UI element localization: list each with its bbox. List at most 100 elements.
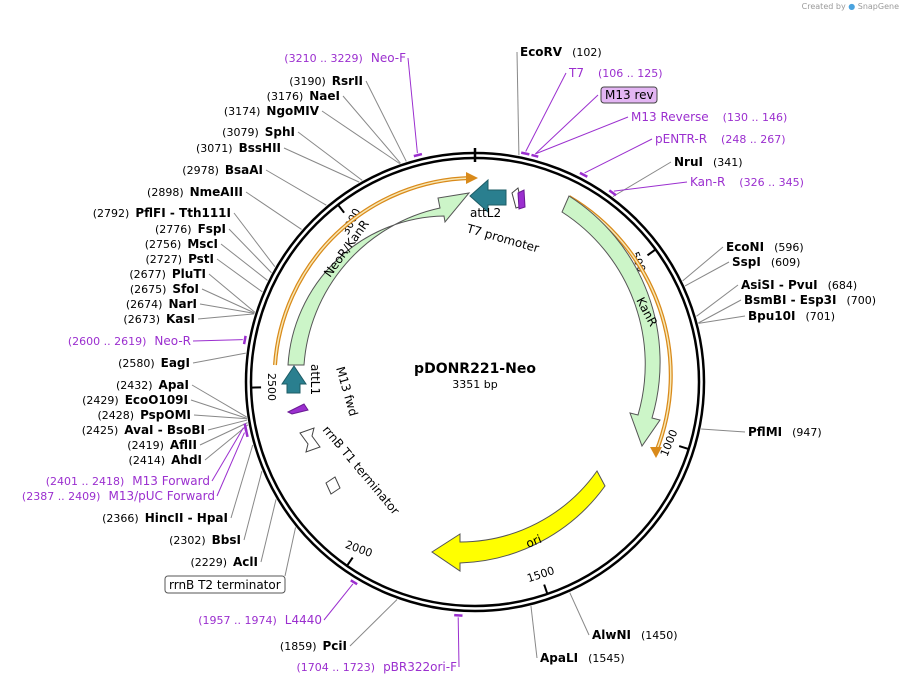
enzyme-leader bbox=[612, 161, 672, 198]
enzyme-label[interactable]: (1859)PciI bbox=[280, 639, 347, 653]
enzyme-leader bbox=[230, 444, 254, 519]
enzyme-leader bbox=[191, 384, 247, 418]
enzyme-label[interactable]: AsiSI - PvuI(684) bbox=[741, 278, 857, 292]
primer-label[interactable]: (1957 .. 1974)L4440 bbox=[198, 613, 322, 627]
enzyme-label[interactable]: (2425)AvaI - BsoBI bbox=[82, 423, 205, 437]
tick-mark bbox=[543, 584, 549, 595]
enzyme-label[interactable]: EcoRV(102) bbox=[520, 45, 602, 59]
primer-label[interactable]: Kan-R(326 .. 345) bbox=[690, 175, 804, 189]
enzyme-leader bbox=[698, 315, 746, 324]
plasmid-size: 3351 bp bbox=[452, 378, 497, 391]
credit-text: Created by bbox=[801, 2, 846, 11]
enzyme-label[interactable]: (2673)KasI bbox=[123, 312, 195, 326]
enzyme-leader bbox=[220, 243, 268, 281]
t7-promoter-label: T7 promoter bbox=[464, 221, 540, 255]
primer-leader bbox=[613, 181, 688, 192]
enzyme-label[interactable]: AlwNI(1450) bbox=[592, 628, 678, 642]
enzyme-label[interactable]: (2756)MscI bbox=[145, 237, 218, 251]
primer-leader bbox=[457, 617, 460, 668]
enzyme-label[interactable]: Bpu10I(701) bbox=[748, 309, 835, 323]
enzyme-label[interactable]: (2898)NmeAIII bbox=[147, 185, 243, 199]
leader-lines bbox=[190, 51, 746, 668]
primer-mark bbox=[531, 153, 539, 158]
m13-fwd-primer-arrow bbox=[286, 403, 309, 415]
enzyme-leader bbox=[199, 422, 248, 446]
enzyme-label[interactable]: (2428)PspOMI bbox=[97, 408, 191, 422]
enzyme-leader bbox=[207, 419, 248, 431]
enzyme-leader bbox=[204, 424, 249, 461]
enzyme-label[interactable]: BsmBI - Esp3I(700) bbox=[744, 293, 876, 307]
enzyme-label[interactable]: (2978)BsaAI bbox=[182, 163, 263, 177]
plasmid-name: pDONR221-Neo bbox=[414, 361, 536, 377]
primer-label[interactable]: (2401 .. 2418)M13 Forward bbox=[46, 474, 210, 488]
enzyme-leader bbox=[342, 95, 401, 164]
credit-brand: SnapGene bbox=[857, 2, 899, 11]
enzyme-label[interactable]: (2776)FspI bbox=[155, 222, 226, 236]
orf-arc-left-core bbox=[274, 177, 471, 366]
enzyme-label[interactable]: ApaLI(1545) bbox=[540, 651, 625, 665]
enzyme-leader bbox=[233, 212, 276, 267]
primer-label[interactable]: (3210 .. 3229)Neo-F bbox=[284, 51, 406, 65]
enzyme-label[interactable]: (2675)SfoI bbox=[130, 282, 199, 296]
primer-label[interactable]: (2387 .. 2409)M13/pUC Forward bbox=[22, 489, 215, 503]
primer-label[interactable]: M13 Reverse(130 .. 146) bbox=[631, 110, 787, 124]
enzyme-label[interactable]: (2674)NarI bbox=[126, 297, 197, 311]
enzyme-leader bbox=[682, 246, 724, 282]
ori-feature-arrow bbox=[431, 470, 606, 572]
enzyme-leader bbox=[530, 606, 538, 659]
enzyme-label[interactable]: (2302)BbsI bbox=[169, 533, 241, 547]
tick-label: 1500 bbox=[525, 564, 556, 585]
created-by-credit: Created by ● SnapGene bbox=[802, 2, 899, 11]
enzyme-leader bbox=[684, 261, 730, 287]
enzyme-label[interactable]: (2414)AhdI bbox=[129, 453, 202, 467]
primer-label[interactable]: T7(106 .. 125) bbox=[568, 66, 663, 80]
enzyme-label[interactable]: (3071)BssHII bbox=[196, 141, 281, 155]
tick-label: 2000 bbox=[343, 538, 374, 560]
enzyme-label[interactable]: (2727)PstI bbox=[145, 252, 214, 266]
enzyme-label[interactable]: PflMI(947) bbox=[748, 425, 822, 439]
enzyme-label[interactable]: (3079)SphI bbox=[222, 125, 295, 139]
enzyme-label[interactable]: (2229)AclI bbox=[190, 555, 258, 569]
primer-leader bbox=[216, 432, 245, 497]
enzyme-label[interactable]: (2419)AflII bbox=[127, 438, 197, 452]
enzyme-label[interactable]: (2580)EagI bbox=[118, 356, 190, 370]
rrnb-t1-label: rrnB T1 terminator bbox=[320, 423, 403, 518]
enzyme-leader bbox=[349, 599, 398, 647]
orf-arc-right-core bbox=[568, 196, 672, 453]
enzyme-leader bbox=[265, 169, 327, 206]
enzyme-leader bbox=[243, 470, 263, 541]
primer-label[interactable]: (1704 .. 1723)pBR322ori-F bbox=[297, 660, 458, 674]
attl1-feature-arrow bbox=[281, 365, 307, 394]
primer-mark bbox=[608, 189, 617, 197]
primer-label[interactable]: (2600 .. 2619)Neo-R bbox=[68, 334, 191, 348]
enzyme-leader bbox=[297, 131, 363, 181]
primer-label[interactable]: M13 rev bbox=[605, 88, 654, 102]
attl2-feature-arrow bbox=[469, 178, 507, 214]
rrnb-t1-arrow-1 bbox=[299, 427, 321, 453]
enzyme-labels: EcoRV(102) NruI(341) EcoNI(596)SspI(609) As… bbox=[82, 45, 876, 665]
primer-mark bbox=[520, 151, 530, 156]
enzyme-label[interactable]: SspI(609) bbox=[732, 255, 800, 269]
tick-mark bbox=[346, 557, 354, 567]
enzyme-label[interactable]: (3190)RsrII bbox=[289, 74, 363, 88]
enzyme-leader bbox=[698, 299, 742, 324]
primer-leader bbox=[535, 116, 629, 155]
enzyme-label[interactable]: (2432)ApaI bbox=[116, 378, 189, 392]
enzyme-leader bbox=[365, 80, 407, 162]
enzyme-label[interactable]: EcoNI(596) bbox=[726, 240, 804, 254]
primer-leader bbox=[525, 72, 567, 152]
enzyme-label[interactable]: (2366)HincII - HpaI bbox=[102, 511, 228, 525]
enzyme-leader bbox=[190, 399, 248, 419]
enzyme-label[interactable]: (2429)EcoO109I bbox=[82, 393, 188, 407]
enzyme-label[interactable]: (3176)NaeI bbox=[267, 89, 340, 103]
enzyme-label[interactable]: (2677)PluTI bbox=[129, 267, 206, 281]
primer-label[interactable]: pENTR-R(248 .. 267) bbox=[655, 132, 786, 146]
tick-mark bbox=[646, 248, 657, 257]
enzyme-label[interactable]: (2792)PflFI - Tth111I bbox=[93, 206, 231, 220]
primer-leader bbox=[323, 583, 354, 621]
enzyme-label[interactable]: NruI(341) bbox=[674, 155, 743, 169]
primer-binding-marks bbox=[242, 151, 617, 617]
orf-arrowhead-right bbox=[650, 447, 662, 458]
primer-leader bbox=[192, 339, 243, 342]
enzyme-label[interactable]: (3174)NgoMIV bbox=[224, 104, 320, 118]
